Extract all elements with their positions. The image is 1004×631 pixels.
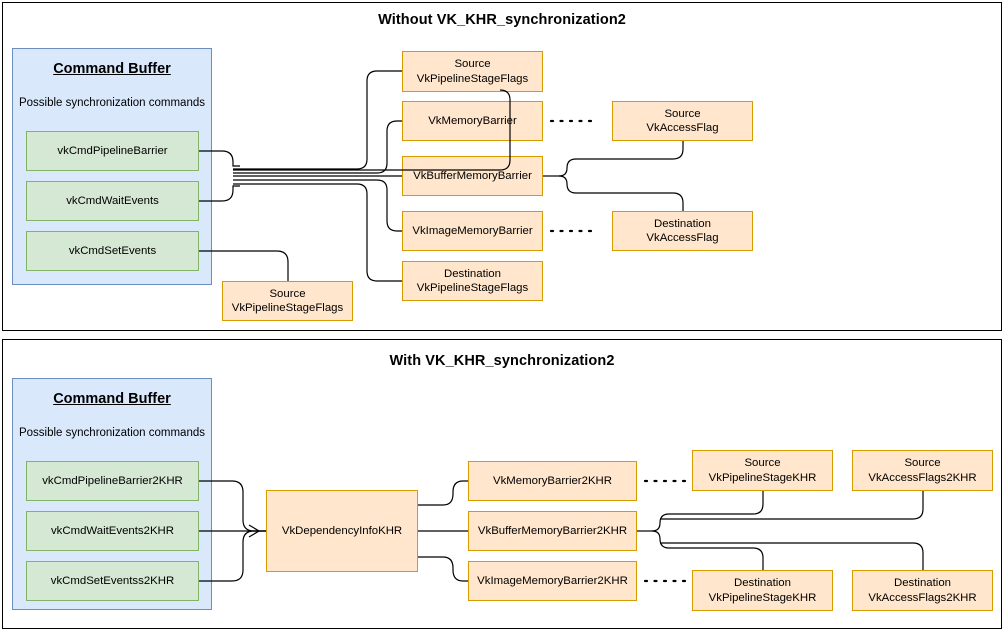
node-vkimagememorybarrier[interactable]: VkImageMemoryBarrier — [402, 211, 543, 251]
node-label: Source VkPipelineStageFlags — [231, 287, 344, 315]
command-buffer-title-without: Command Buffer — [53, 61, 171, 77]
command-vkcmdwaitevents[interactable]: vkCmdWaitEvents — [26, 181, 199, 221]
node-label: VkMemoryBarrier2KHR — [493, 474, 612, 487]
node-label: VkBufferMemoryBarrier — [413, 169, 532, 182]
node-destination-vkaccessflag[interactable]: Destination VkAccessFlag — [612, 211, 753, 251]
command-vkcmdpipelinebarrier[interactable]: vkCmdPipelineBarrier — [26, 131, 199, 171]
node-source-vkpipelinestageflags-events[interactable]: Source VkPipelineStageFlags — [222, 281, 353, 321]
section-title-with: With VK_KHR_synchronization2 — [389, 353, 615, 369]
command-label: vkCmdWaitEvents2KHR — [50, 524, 174, 537]
node-vkmemorybarrier2khr[interactable]: VkMemoryBarrier2KHR — [468, 461, 637, 501]
node-label: VkImageMemoryBarrier2KHR — [477, 574, 628, 587]
node-label: Source VkAccessFlags2KHR — [868, 457, 977, 484]
node-vkdependencyinfokhr[interactable]: VkDependencyInfoKHR — [266, 490, 418, 572]
node-vkbuffermemorybarrier[interactable]: VkBufferMemoryBarrier — [402, 156, 543, 196]
command-label: vkCmdPipelineBarrier — [57, 144, 168, 157]
node-source-vkaccessflags2khr[interactable]: Source VkAccessFlags2KHR — [852, 450, 993, 491]
node-vkimagememorybarrier2khr[interactable]: VkImageMemoryBarrier2KHR — [468, 561, 637, 601]
node-source-vkpipelinestageflags-top[interactable]: Source VkPipelineStageFlags — [402, 51, 543, 92]
command-vkcmdseteventss2khr[interactable]: vkCmdSetEventss2KHR — [26, 561, 199, 601]
node-vkmemorybarrier[interactable]: VkMemoryBarrier — [402, 101, 543, 141]
section-title-without: Without VK_KHR_synchronization2 — [378, 12, 626, 28]
node-destination-vkpipelinestageflags[interactable]: Destination VkPipelineStageFlags — [402, 261, 543, 301]
command-buffer-subtitle-with: Possible synchronization commands — [18, 427, 205, 439]
node-label: Source VkPipelineStageKHR — [708, 457, 817, 484]
command-label: vkCmdWaitEvents — [66, 194, 159, 207]
node-label: Destination VkPipelineStageFlags — [416, 267, 529, 295]
node-label: VkBufferMemoryBarrier2KHR — [477, 524, 628, 537]
node-label: Source VkPipelineStageFlags — [416, 58, 529, 85]
node-label: Destination VkPipelineStageKHR — [708, 577, 817, 604]
command-vkcmdpipelinebarrier2khr[interactable]: vkCmdPipelineBarrier2KHR — [26, 461, 199, 501]
command-label: vkCmdSetEventss2KHR — [50, 574, 175, 587]
node-label: VkImageMemoryBarrier — [412, 224, 533, 237]
node-vkbuffermemorybarrier2khr[interactable]: VkBufferMemoryBarrier2KHR — [468, 511, 637, 551]
node-source-vkaccessflag[interactable]: Source VkAccessFlag — [612, 101, 753, 141]
command-buffer-title-with: Command Buffer — [53, 391, 171, 407]
command-buffer-subtitle-without: Possible synchronization commands — [18, 97, 205, 109]
node-label: Destination VkAccessFlag — [646, 217, 719, 245]
node-label: Source VkAccessFlag — [646, 107, 719, 135]
node-label: VkDependencyInfoKHR — [281, 524, 403, 537]
command-vkcmdsetevents[interactable]: vkCmdSetEvents — [26, 231, 199, 271]
node-destination-vkaccessflags2khr[interactable]: Destination VkAccessFlags2KHR — [852, 570, 993, 611]
node-label: Destination VkAccessFlags2KHR — [868, 577, 977, 604]
node-source-vkpipelinestagekhr[interactable]: Source VkPipelineStageKHR — [692, 450, 833, 491]
node-label: VkMemoryBarrier — [428, 114, 517, 127]
command-label: vkCmdPipelineBarrier2KHR — [42, 474, 183, 487]
node-destination-vkpipelinestagekhr[interactable]: Destination VkPipelineStageKHR — [692, 570, 833, 611]
command-label: vkCmdSetEvents — [68, 244, 157, 257]
command-vkcmdwaitevents2khr[interactable]: vkCmdWaitEvents2KHR — [26, 511, 199, 551]
